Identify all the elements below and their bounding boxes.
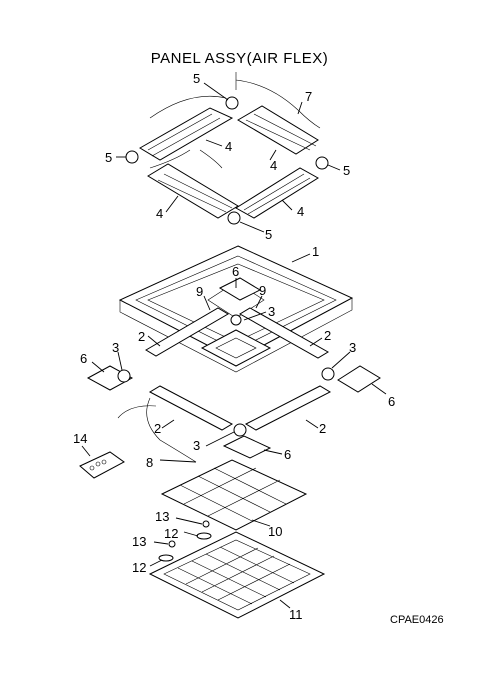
callout-2: 2 — [138, 329, 145, 344]
callout-3: 3 — [349, 340, 356, 355]
callout-6: 6 — [232, 264, 239, 279]
screw-parts — [158, 520, 212, 562]
frame-part-4-bottom-right — [235, 167, 319, 219]
wire-harness-7 — [235, 72, 321, 129]
callout-3: 3 — [193, 438, 200, 453]
callout-11: 11 — [289, 607, 303, 622]
callout-2: 2 — [324, 328, 331, 343]
callout-9: 9 — [259, 283, 266, 298]
drawing-code: CPAE0426 — [390, 614, 444, 626]
callout-4: 4 — [225, 139, 232, 154]
frame-part-4-top-left — [139, 107, 234, 169]
callout-3: 3 — [268, 304, 275, 319]
louver-motor-3-right — [321, 367, 335, 381]
callout-12: 12 — [132, 560, 146, 575]
callout-6: 6 — [284, 447, 291, 462]
frame-part-4-bottom-left — [147, 163, 239, 219]
callout-2: 2 — [154, 421, 161, 436]
diagram-title: PANEL ASSY(AIR FLEX) — [150, 50, 329, 67]
intake-grille-11 — [148, 531, 326, 619]
callout-5: 5 — [193, 71, 200, 86]
accessory-bag-14 — [79, 451, 125, 479]
corner-cover-6-bottom — [222, 435, 272, 459]
louver-2-right-top — [239, 307, 329, 359]
callout-2: 2 — [319, 421, 326, 436]
callout-13: 13 — [132, 534, 146, 549]
wire-harness-top-left — [149, 95, 227, 119]
callout-9: 9 — [196, 284, 203, 299]
callout-6: 6 — [80, 351, 87, 366]
callout-5: 5 — [343, 163, 350, 178]
leader-lines — [81, 82, 387, 609]
callout-5: 5 — [265, 227, 272, 242]
wire-harness-8 — [117, 397, 197, 463]
callout-4: 4 — [270, 158, 277, 173]
callout-5: 5 — [105, 150, 112, 165]
corner-motor-parts — [125, 96, 329, 225]
callout-13: 13 — [155, 509, 169, 524]
louver-2-left-top — [145, 307, 229, 357]
callout-7: 7 — [305, 89, 312, 104]
air-filter-10 — [160, 459, 308, 531]
center-grille-part — [200, 329, 272, 367]
callout-10: 10 — [268, 524, 282, 539]
corner-cover-6-top — [218, 277, 262, 301]
corner-cover-6-right — [337, 365, 381, 393]
callout-labels: 5 7 5 4 4 5 4 4 5 1 6 9 9 3 2 2 3 3 6 6 … — [73, 71, 395, 622]
callout-3: 3 — [112, 340, 119, 355]
frame-part-4-top-right — [237, 105, 319, 155]
wire-harness-center — [199, 149, 223, 169]
callout-1: 1 — [312, 244, 319, 259]
callout-8: 8 — [146, 455, 153, 470]
louver-motor-3-left — [117, 369, 131, 383]
louver-2-right-bottom — [244, 385, 332, 431]
callout-6: 6 — [388, 394, 395, 409]
callout-4: 4 — [297, 204, 304, 219]
louver-2-left-bottom — [148, 385, 234, 431]
callout-14: 14 — [73, 431, 87, 446]
callout-12: 12 — [164, 526, 178, 541]
callout-4: 4 — [156, 206, 163, 221]
louver-motor-3-bottom — [233, 423, 247, 437]
